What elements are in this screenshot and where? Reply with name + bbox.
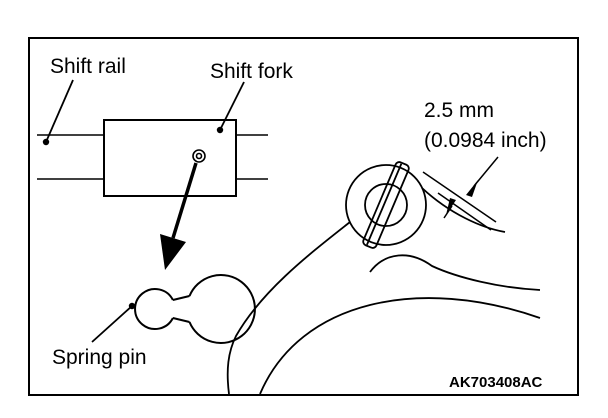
shift-fork-body [103, 119, 237, 197]
dimension-leader [473, 156, 499, 187]
fork-boss-outer [345, 164, 427, 246]
dimension-arrow-top [466, 180, 478, 197]
extension-line-1 [422, 171, 497, 223]
dimension-mm-label: 2.5 mm [424, 99, 494, 122]
spring-pin-leader [91, 302, 136, 343]
protrusion-dimension [422, 156, 499, 231]
fork-arm-outer [226, 221, 351, 395]
shift-rail-leader [42, 79, 74, 146]
shift-rail-assembly [37, 119, 268, 197]
shift-rail-label: Shift rail [50, 55, 126, 78]
spring-pin-label: Spring pin [52, 346, 147, 369]
dimension-arrow-bottom [446, 198, 456, 215]
fork-jaw-curve [259, 297, 541, 395]
pin-hole-inner [195, 152, 203, 160]
diagram-frame [28, 37, 579, 396]
fork-neck-curve [369, 254, 541, 291]
installed-spring-pin [362, 161, 410, 249]
shift-fork-label: Shift fork [210, 60, 293, 83]
spring-pin-arrow [160, 162, 198, 270]
pin-hole-outer [192, 149, 206, 163]
fork-boss-inner [364, 183, 408, 227]
extension-line-2 [437, 192, 492, 231]
fork-arm-top [421, 187, 506, 233]
figure-code-label: AK703408AC [449, 374, 543, 391]
shift-fork-leader [216, 81, 245, 134]
shift-fork-section [226, 164, 541, 395]
dimension-inch-label: (0.0984 inch) [424, 129, 547, 152]
